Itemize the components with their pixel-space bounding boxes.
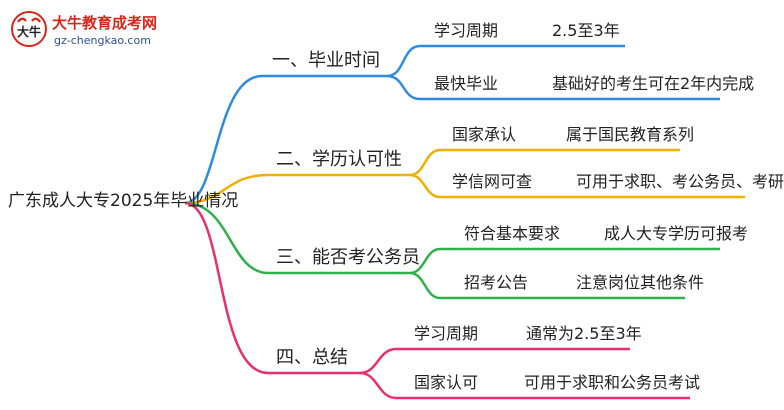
connector-root-b2 — [184, 173, 269, 205]
connector-b2-item1 — [409, 148, 441, 177]
b3-item1-value: 成人大专学历可报考 — [604, 224, 749, 243]
b1-item1-value: 2.5至3年 — [552, 21, 620, 40]
branch-label-3: 三、能否考公务员 — [276, 247, 420, 268]
b4-item1-key: 学习周期 — [414, 324, 479, 343]
site-logo: 大牛 大牛教育成考网 gz-chengkao.com — [10, 8, 160, 50]
connector-b2-item2 — [409, 173, 441, 199]
branch-label-2: 二、学历认可性 — [276, 149, 402, 170]
b2-item1-value: 属于国民教育系列 — [566, 125, 695, 144]
b2-item1-key: 国家承认 — [452, 125, 517, 144]
b1-item1-key: 学习周期 — [434, 21, 499, 40]
connector-b4-item2 — [359, 371, 397, 400]
root-topic: 广东成人大专2025年毕业情况 — [8, 191, 239, 211]
b3-item2-key: 招考公告 — [464, 273, 529, 292]
logo-url: gz-chengkao.com — [54, 34, 151, 47]
b1-item2-key: 最快毕业 — [434, 74, 499, 93]
branch-label-1: 一、毕业时间 — [272, 50, 380, 71]
connector-b1-item1 — [386, 44, 421, 78]
connector-root-b4 — [184, 201, 269, 375]
b3-item2-value: 注意岗位其他条件 — [576, 273, 705, 292]
b4-item1-value: 通常为2.5至3年 — [526, 324, 642, 343]
branch-label-4: 四、总结 — [276, 347, 348, 368]
b2-item2-value: 可用于求职、考公务员、考研 — [576, 172, 784, 191]
bull-logo-icon: 大牛 — [11, 11, 47, 47]
b1-item2-value: 基础好的考生可在2年内完成 — [552, 74, 755, 93]
mind-map-connectors — [184, 44, 745, 400]
b3-item1-key: 符合基本要求 — [464, 224, 561, 243]
connector-b4-item1 — [359, 347, 397, 375]
b4-item2-value: 可用于求职和公务员考试 — [524, 373, 701, 392]
connector-b3-item2 — [409, 271, 441, 300]
connector-b1-item2 — [386, 74, 421, 101]
b2-item2-key: 学信网可查 — [452, 172, 533, 191]
logo-title: 大牛教育成考网 — [52, 14, 158, 32]
logo-mark-text: 大牛 — [17, 24, 41, 39]
connector-root-b3 — [184, 201, 269, 275]
b4-item2-key: 国家认可 — [414, 373, 479, 392]
connector-root-b1 — [184, 74, 263, 205]
